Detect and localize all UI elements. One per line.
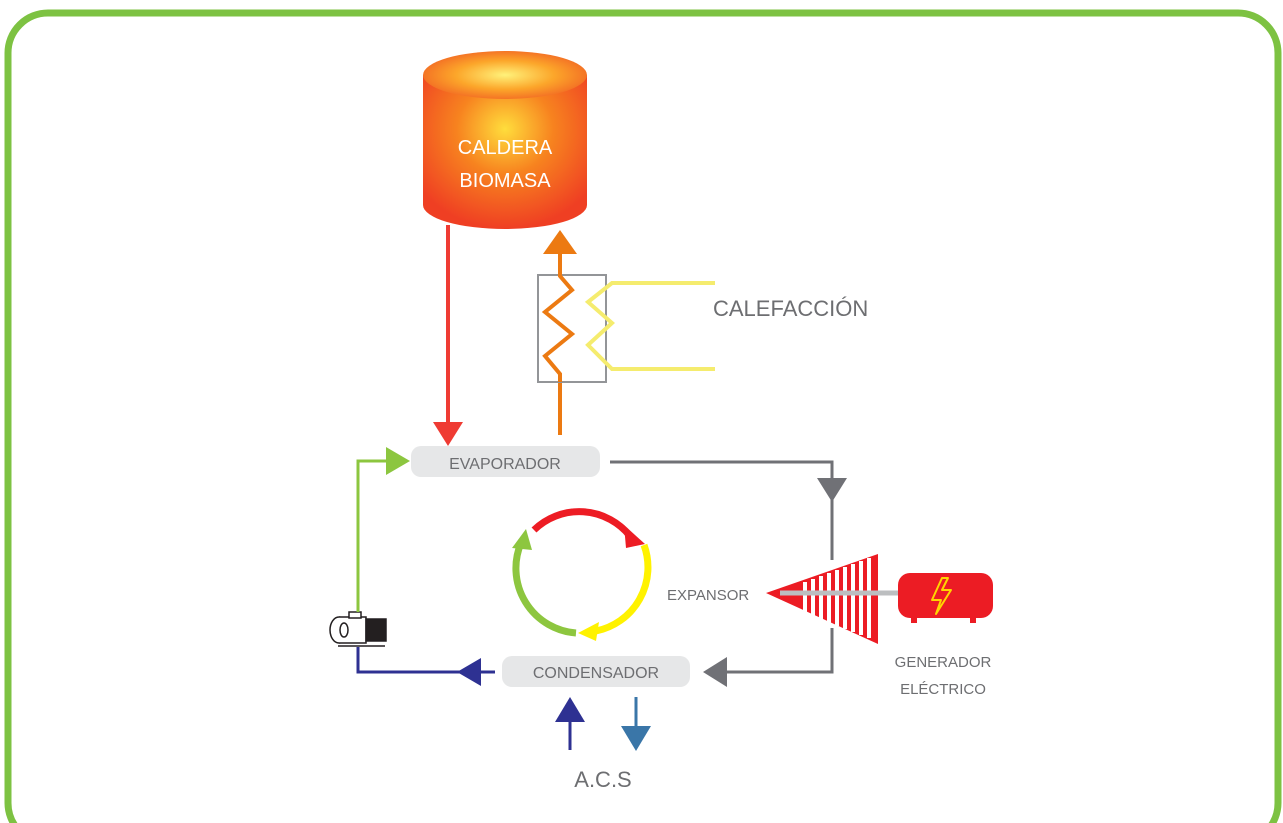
generator-label-line2: ELÉCTRICO <box>900 681 986 698</box>
biomass-boiler: CALDERA BIOMASA <box>423 51 587 229</box>
heat-exchanger-icon <box>537 268 715 383</box>
generator-body <box>898 573 993 618</box>
electric-generator-icon <box>898 573 993 623</box>
turbine-expander-icon <box>766 554 898 644</box>
liquid-pipe-arrowhead <box>457 658 481 686</box>
boiler-label-line2: BIOMASA <box>459 170 551 192</box>
generator-foot-right <box>970 614 976 623</box>
boiler-label-line1: CALDERA <box>458 137 553 159</box>
evaporator: EVAPORADOR <box>411 446 600 477</box>
boiler-outlet-arrowhead <box>433 422 463 446</box>
cycle-arrows-icon <box>512 508 652 641</box>
cycle-red-arrowhead <box>624 525 645 548</box>
generator-foot-left <box>911 614 917 623</box>
boiler-body <box>423 75 587 229</box>
boiler-return-arrowhead <box>543 230 577 254</box>
evaporator-pill <box>411 446 600 477</box>
cycle-green-arc <box>512 541 577 637</box>
hot-water-label: A.C.S <box>574 767 631 792</box>
expander-label: EXPANSOR <box>667 587 749 604</box>
cycle-green-arrowhead <box>512 529 532 550</box>
cycle-yellow-arc <box>595 543 652 635</box>
expander-blades <box>803 558 871 638</box>
outer-frame <box>4 9 1282 823</box>
pump-icon <box>329 611 387 647</box>
lightning-bolt-icon <box>931 577 952 615</box>
cycle-yellow-arrowhead <box>578 622 599 641</box>
vapor-pipe-arrowhead <box>817 478 847 502</box>
heating-label: CALEFACCIÓN <box>713 296 868 321</box>
feed-pipe-arrowhead <box>386 447 410 475</box>
heat-exchanger-hot-coil <box>541 268 576 382</box>
evaporator-label: EVAPORADOR <box>449 456 561 473</box>
heating-coil <box>584 281 715 371</box>
condenser-label: CONDENSADOR <box>533 665 659 682</box>
generator-label-line1: GENERADOR <box>895 654 992 671</box>
condenser-pill <box>502 656 690 687</box>
cycle-red-arc <box>531 508 633 539</box>
condenser: CONDENSADOR <box>502 656 690 687</box>
cold-water-inlet-arrowhead <box>555 697 585 722</box>
exhaust-pipe-arrowhead <box>703 657 727 687</box>
vapor-pipe <box>610 460 834 560</box>
feed-pipe <box>356 459 395 612</box>
hot-water-outlet-arrowhead <box>621 726 651 751</box>
exhaust-pipe <box>720 628 834 674</box>
liquid-pipe <box>356 647 495 674</box>
boiler-top <box>423 51 587 99</box>
